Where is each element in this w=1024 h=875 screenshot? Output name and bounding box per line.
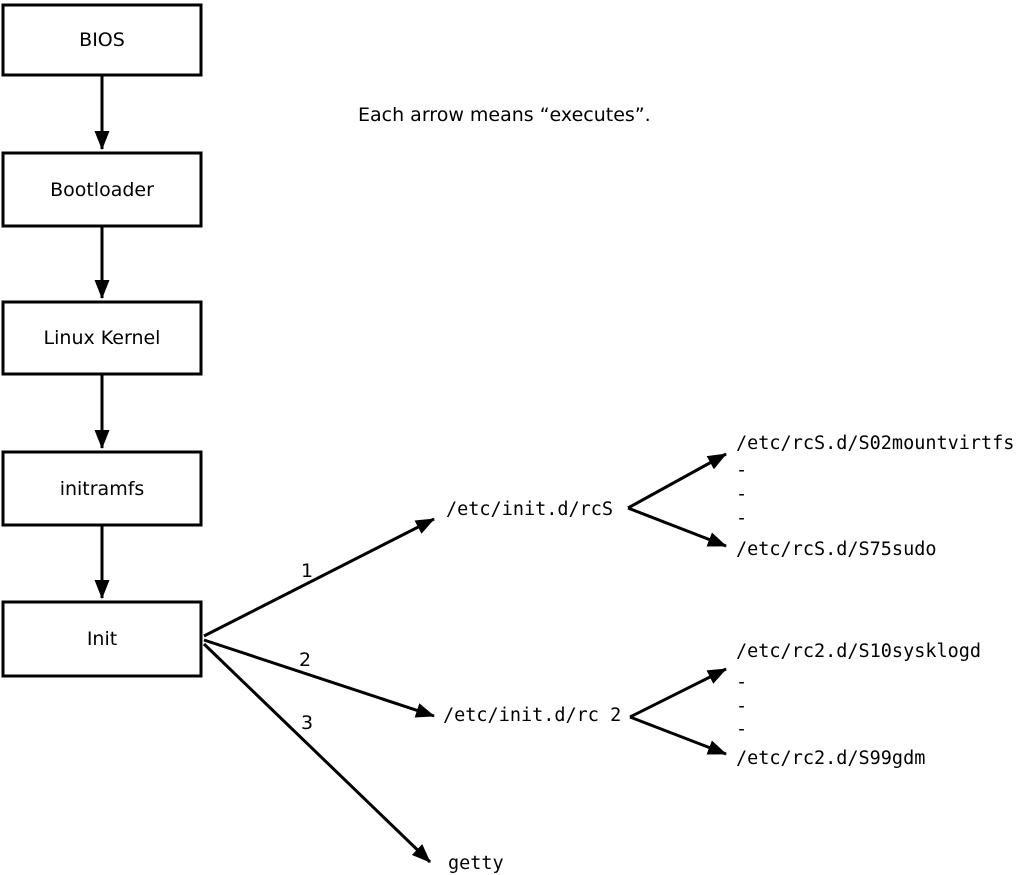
box-init <box>1 600 203 678</box>
note-text: Each arrow means “executes”. <box>358 104 651 126</box>
arrow-rc2-to-s99 <box>629 715 727 756</box>
arrow-rc2-to-s10 <box>629 667 727 719</box>
branch-getty: 3 getty <box>202 642 504 874</box>
branch-3-number: 3 <box>301 712 313 734</box>
rcs-dash-2: - <box>736 484 747 505</box>
arrow-init-to-getty <box>202 642 432 864</box>
branch-rcs: 1 /etc/init.d/rcS /etc/rcS.d/S02mountvir… <box>203 433 1014 638</box>
getty-label: getty <box>448 853 504 874</box>
box-bios-label: BIOS <box>79 29 125 51</box>
boot-chain: BIOS Bootloader Linux Kernel initramfs I… <box>1 3 203 678</box>
branch-rc2: 2 /etc/init.d/rc 2 /etc/rc2.d/S10sysklog… <box>203 638 981 769</box>
rcs-script-label: /etc/init.d/rcS <box>446 499 613 520</box>
rcs-dash-1: - <box>736 460 747 481</box>
box-bootloader-label: Bootloader <box>50 179 154 201</box>
arrow-rcs-to-s02 <box>627 452 727 510</box>
arrow-init-to-rcs <box>203 517 435 638</box>
s02-label: /etc/rcS.d/S02mountvirtfs <box>736 433 1014 454</box>
arrow-init-to-rc2 <box>203 638 435 718</box>
box-linux-kernel-label: Linux Kernel <box>44 327 161 349</box>
box-bios <box>1 3 203 77</box>
s99-label: /etc/rc2.d/S99gdm <box>736 748 925 769</box>
s10-label: /etc/rc2.d/S10sysklogd <box>736 641 981 662</box>
box-init-label: Init <box>87 628 117 650</box>
box-bootloader <box>1 151 203 228</box>
box-linux-kernel <box>1 300 203 376</box>
rc2-script-label: /etc/init.d/rc 2 <box>443 705 621 726</box>
s75-label: /etc/rcS.d/S75sudo <box>736 539 936 560</box>
branch-1-number: 1 <box>301 560 313 582</box>
box-initramfs <box>1 450 203 527</box>
branch-2-number: 2 <box>299 649 311 671</box>
rc2-dash-3: - <box>736 719 747 740</box>
rcs-dash-3: - <box>736 508 747 529</box>
arrow-rcs-to-s75 <box>627 506 727 548</box>
box-initramfs-label: initramfs <box>60 478 145 500</box>
rc2-dash-2: - <box>736 696 747 717</box>
rc2-dash-1: - <box>736 672 747 693</box>
